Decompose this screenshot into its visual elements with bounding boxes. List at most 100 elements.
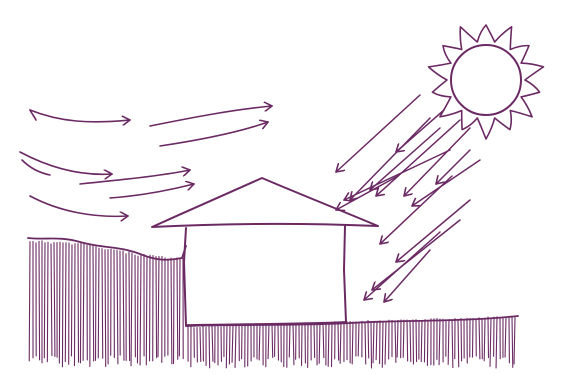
ground-hatch-line xyxy=(416,320,417,362)
ground-hatch-line xyxy=(140,255,141,365)
sun-ray-arrow xyxy=(336,95,420,172)
ground-hatch-line xyxy=(382,321,383,367)
ground-hatch-line xyxy=(177,258,178,359)
sun-ray-arrow xyxy=(412,160,480,206)
ground-hatch-line xyxy=(424,320,425,362)
ground-hatch-line xyxy=(323,323,324,358)
house-wall-right xyxy=(344,226,346,322)
sun-ray-arrow xyxy=(372,220,460,290)
ground-hatch-line xyxy=(74,244,75,366)
ground-hatch-line xyxy=(93,246,94,361)
ground-hatch-line xyxy=(232,325,233,362)
ground-hatch-line xyxy=(448,320,449,365)
ground-hatch-line xyxy=(490,318,491,366)
ground-hatch-line xyxy=(427,320,428,365)
ground-hatch-line xyxy=(461,319,462,361)
ground-hatch-line xyxy=(78,244,79,363)
sun-icon xyxy=(429,25,544,139)
wind-arrow xyxy=(20,152,112,174)
ground-hatch-line xyxy=(47,242,48,361)
ground-hatch-line xyxy=(293,324,294,365)
ground-hatch-line xyxy=(407,320,408,361)
ground-hatch-line xyxy=(368,321,369,358)
ground-hatch-line xyxy=(358,322,359,356)
ground-hatch-line xyxy=(54,243,55,357)
ground-hatch-line xyxy=(472,318,473,357)
ground-hatch-line xyxy=(512,317,513,368)
ground-hatch-line xyxy=(44,243,45,358)
sun-ray-arrows xyxy=(336,95,480,302)
ground-hatch-line xyxy=(403,320,404,357)
ground-hatch-line xyxy=(123,251,124,360)
ground-hatch-line xyxy=(209,327,210,368)
ground-hatch-line xyxy=(365,323,366,364)
ground-hatch-line xyxy=(289,323,290,357)
wind-arrow xyxy=(30,110,130,122)
sun-flame-outline xyxy=(429,25,544,139)
ground-hatch-line xyxy=(319,323,320,364)
ground-hatch-line xyxy=(200,328,201,362)
sun-ray-arrow xyxy=(376,120,460,196)
sun-disc xyxy=(451,45,521,115)
ground-hatch-line xyxy=(156,256,157,357)
ground-hatch-line xyxy=(385,321,386,364)
sun-flames xyxy=(429,25,544,139)
ground-hatch-line xyxy=(376,322,377,360)
ground-hatch-line xyxy=(410,320,411,361)
ground-hatch-line xyxy=(452,320,453,368)
ground-hatch-line xyxy=(328,323,329,367)
sun-ray-arrow xyxy=(380,176,452,244)
ground-hatch-line xyxy=(371,322,372,368)
ground-hatch-line xyxy=(158,256,159,356)
ground-hatch-line xyxy=(272,325,273,358)
ground-hatch-line xyxy=(479,318,480,359)
ground-hatch-line xyxy=(226,326,227,368)
ground-hatch-line xyxy=(352,322,353,364)
ground-hatch-line xyxy=(80,243,81,363)
ground-hatch-line xyxy=(129,252,130,360)
ground-hatch-line xyxy=(146,257,147,365)
wind-arrow xyxy=(30,196,128,216)
ground-hatch-line xyxy=(98,248,99,358)
ground-hatch-line xyxy=(102,249,103,359)
ground-hatch-line xyxy=(235,326,236,368)
wind-arrow xyxy=(150,106,272,126)
ground-hatch-line xyxy=(421,321,422,362)
ground-hatch-line xyxy=(51,244,52,356)
wind-arrow xyxy=(110,184,194,198)
wind-arrow xyxy=(22,160,50,175)
ground-hatch-line xyxy=(83,243,84,360)
wind-arrow xyxy=(160,122,268,146)
ground-hatch-line xyxy=(397,320,398,357)
ground xyxy=(28,238,518,368)
ground-hatch-line xyxy=(117,250,118,364)
ground-hatch-line xyxy=(268,324,269,358)
wind-arrows xyxy=(20,106,272,216)
ground-hatch-line xyxy=(458,319,459,367)
ground-hatch-line xyxy=(514,318,515,364)
ground-hatch-line xyxy=(496,317,497,368)
ground-hatch-line xyxy=(331,322,332,366)
ground-hatch-line xyxy=(105,250,106,367)
ground-hatch-line xyxy=(338,323,339,360)
ground-hatch-line xyxy=(179,258,180,356)
ground-hatch-line xyxy=(484,319,485,361)
ground-hatch-line xyxy=(314,323,315,357)
ground-hatch-line xyxy=(340,322,341,363)
ground-hatch-line xyxy=(259,324,260,360)
ground-hatch-line xyxy=(65,243,66,362)
ground-hatch-line xyxy=(171,258,172,364)
sun-ray-arrow xyxy=(396,200,470,262)
ground-hatch-line xyxy=(229,325,230,364)
sun-ray-arrow xyxy=(336,176,398,210)
ground-hatch-line xyxy=(212,325,213,361)
ground-hatch-line xyxy=(59,242,60,363)
ground-hatch-line xyxy=(395,321,396,363)
ground-hatch-line xyxy=(29,242,30,361)
ground-hatch-line xyxy=(71,245,72,356)
ground-hatch-line xyxy=(505,317,506,357)
ground-hatch-line xyxy=(62,243,63,367)
ground-hatch-line xyxy=(39,241,40,360)
wind-arrow xyxy=(80,170,190,184)
